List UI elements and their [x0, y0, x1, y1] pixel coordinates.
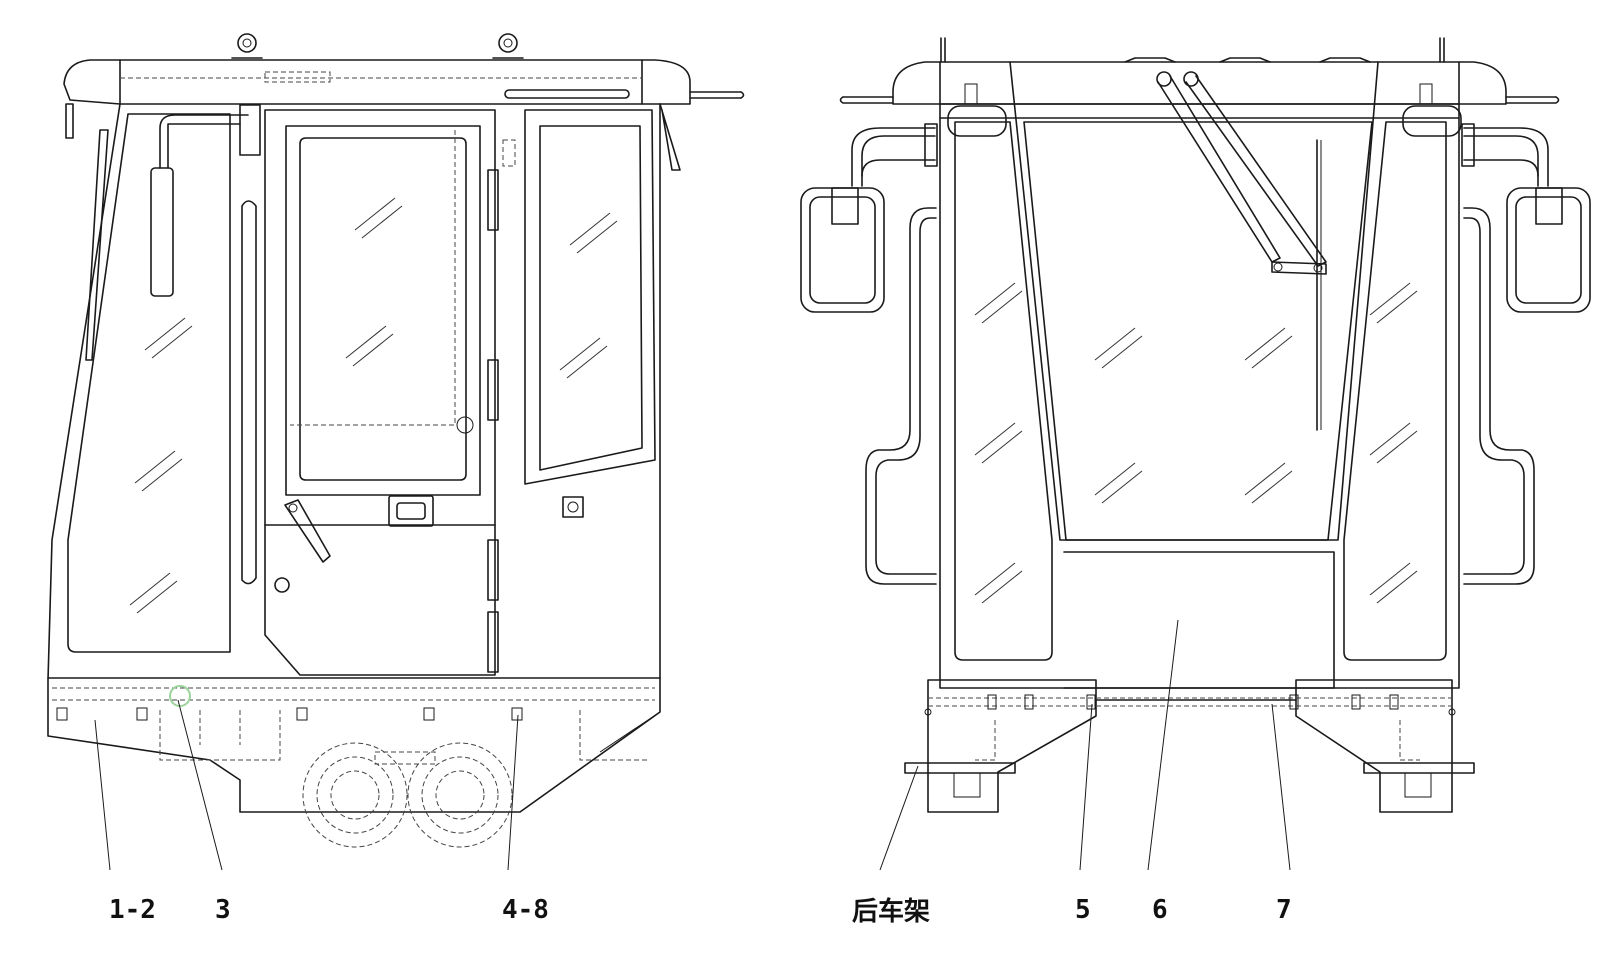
rear-roof [892, 61, 1507, 105]
lifting-eye-right [492, 33, 524, 59]
side-view [47, 33, 745, 871]
lifting-eye-left [231, 33, 263, 59]
callout-1-2: 1-2 [109, 895, 156, 925]
callout-7: 7 [1276, 895, 1292, 925]
callout-4-8: 4-8 [502, 895, 549, 925]
mount-bracket-left [927, 679, 1097, 813]
rear-glass-center [1023, 121, 1373, 541]
mirror-left [800, 123, 938, 313]
door-glass [299, 137, 467, 481]
door [264, 109, 496, 676]
rear-leader-lines [879, 619, 1291, 871]
callout-rear-frame: 后车架 [852, 896, 930, 927]
cab-side-outline [47, 103, 661, 813]
front-glass [67, 113, 231, 653]
roof [63, 59, 691, 105]
callout-5: 5 [1075, 895, 1091, 925]
rear-cab-outline [939, 103, 1460, 689]
mount-bracket-right [1295, 679, 1453, 813]
fan-grille [302, 742, 513, 848]
side-leader-lines [94, 699, 661, 871]
callout-6: 6 [1152, 895, 1168, 925]
rear-wiper [1156, 71, 1327, 431]
rear-glass-right [1343, 121, 1447, 661]
mirror-right [1461, 123, 1591, 313]
callout-3: 3 [215, 895, 231, 925]
rear-glass-left [954, 121, 1053, 661]
rear-side-glass [539, 125, 643, 471]
rear-view [800, 37, 1591, 871]
